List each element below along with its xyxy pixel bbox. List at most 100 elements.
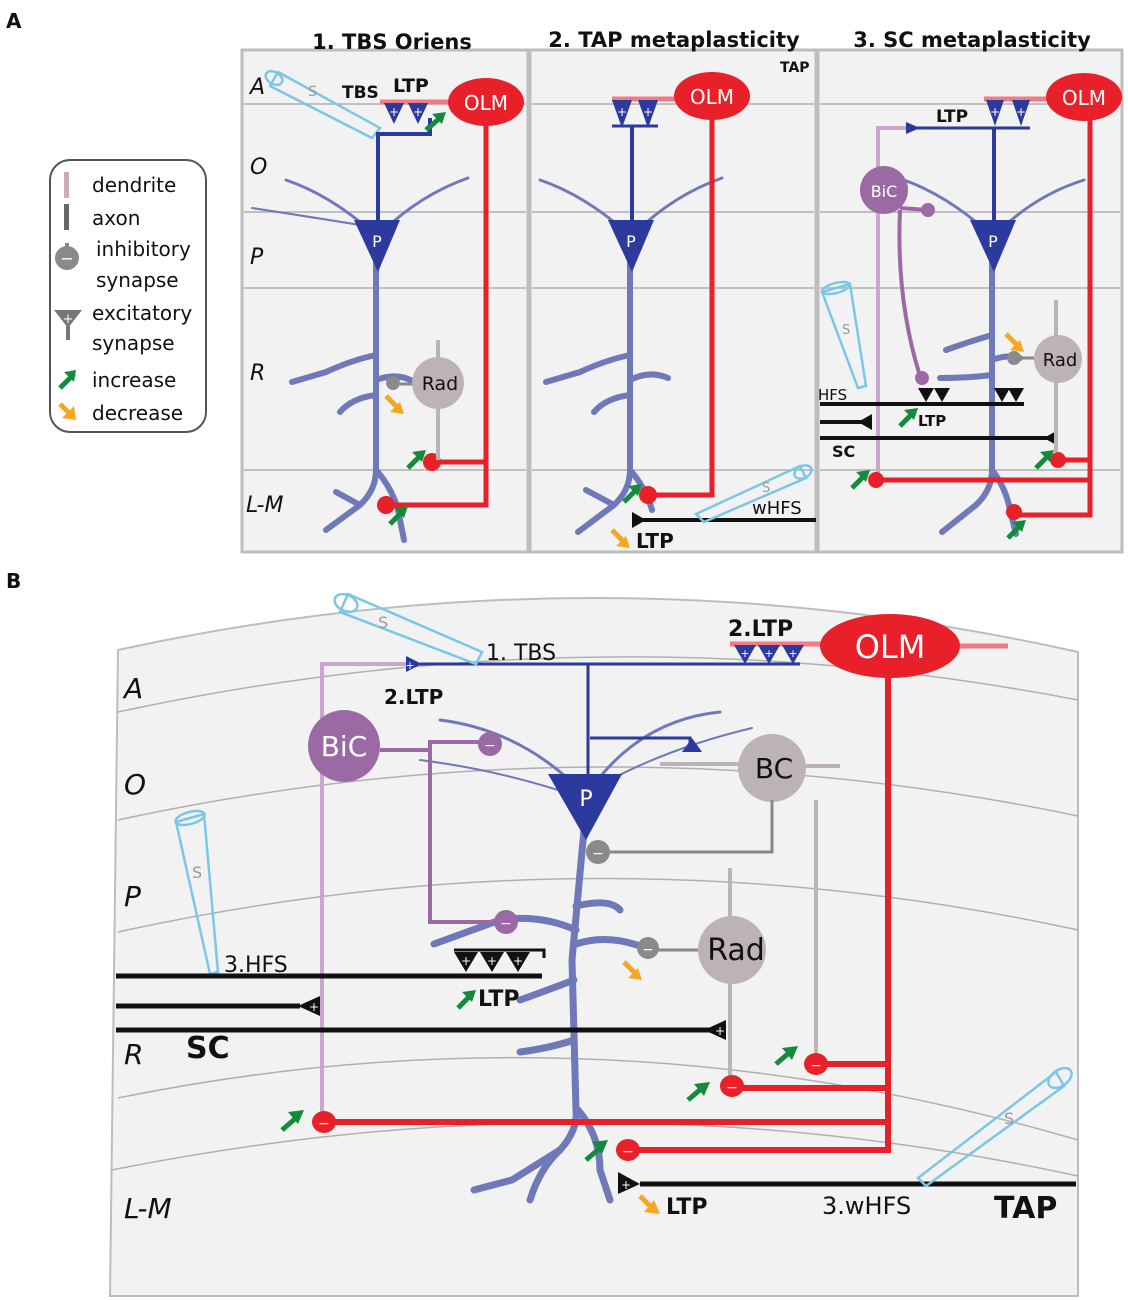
panel-a-layer-p: P xyxy=(250,245,264,270)
panel-a3-rad-cell xyxy=(1034,335,1082,383)
panel-b-whfs-electrode-icon: S xyxy=(916,1066,1073,1188)
panel-b-bic-label: BiC xyxy=(321,730,368,763)
panel-b-sc-label: SC xyxy=(186,1031,230,1066)
panel-b-rad-cell xyxy=(698,916,766,984)
panel-a3-plus-2: + xyxy=(1016,105,1026,119)
panel-a1-pyramidal-cell xyxy=(354,220,400,272)
panel-b-tap-decrease-arrow-icon xyxy=(644,1200,660,1214)
legend: dendrite axon − inhibitory synapse + exc… xyxy=(49,159,207,433)
panel-a2-tap-label: TAP xyxy=(780,60,810,76)
panel-b-hfs-label: 3.HFS xyxy=(224,953,288,978)
panel-a1-ltp-label: LTP xyxy=(393,75,429,97)
panel-b-rad-decrease-arrow-icon xyxy=(628,968,642,980)
legend-increase-arrow-icon xyxy=(64,370,76,382)
panel-a2-olm-cell xyxy=(674,72,750,120)
panel-a-layer-a: A xyxy=(248,75,265,100)
panel-a-layer-o: O xyxy=(250,155,267,180)
panel-a2-ltp-label: LTP xyxy=(636,529,674,553)
panel-b-ltp2-left-label: 2.LTP xyxy=(384,685,443,709)
panel-a3-rad-label: Rad xyxy=(1043,350,1078,371)
panel-b-exc-synapse-bic xyxy=(406,656,422,672)
panel-b-rad-label: Rad xyxy=(707,933,765,968)
panel-b-bic-inh-synapse-lower xyxy=(494,910,518,934)
panel-b-tbs-electrode-symbol: S xyxy=(378,613,388,632)
panel-b-hfs-electrode-symbol: S xyxy=(192,863,202,882)
panel-b-bc-cell xyxy=(738,734,806,802)
panel-a1-olm-cell xyxy=(448,78,524,126)
panel-a-title-2: 2. TAP metaplasticity xyxy=(548,28,800,52)
panel-a1-decrease-arrow-icon xyxy=(390,402,404,414)
panel-a3-pyramidal-cell xyxy=(970,220,1016,272)
panel-a3-decrease-arrow-icon xyxy=(1010,340,1024,352)
panel-b-minus-rad: − xyxy=(642,942,654,958)
panel-a1-electrode-symbol: S xyxy=(308,84,317,100)
panel-a2-pyramidal-label: P xyxy=(626,232,636,251)
panel-a1-rad-cell xyxy=(412,357,464,409)
panel-a1-circuit: S P + + TBS LTP OLM xyxy=(251,69,524,543)
legend-dendrite-label: dendrite xyxy=(92,173,176,197)
panel-b-tap-label: TAP xyxy=(994,1191,1057,1226)
legend-inhibitory-label-2: synapse xyxy=(96,268,179,292)
panel-b-plus-sc-4: + xyxy=(309,1000,319,1014)
panel-a2-whfs-label: wHFS xyxy=(752,498,802,519)
panel-b-minus-bic-1: − xyxy=(484,738,496,754)
panel-b-rad-inh-synapse xyxy=(637,937,659,959)
panel-b-layer-o: O xyxy=(124,768,146,801)
panel-b-pyramidal-label: P xyxy=(579,787,592,812)
panel-a3-bic-label: BiC xyxy=(871,182,898,201)
panel-b-bc-inh-synapse xyxy=(586,840,610,864)
legend-decrease-arrow-icon xyxy=(62,406,76,420)
panel-a-frames xyxy=(240,48,1124,554)
panel-label-b: B xyxy=(6,569,21,593)
panel-b-plus-sc-2: + xyxy=(487,954,497,968)
panel-b-tbs-label: 1. TBS xyxy=(486,641,556,666)
panel-a1-stim-electrode-icon: S xyxy=(264,69,382,140)
panel-a3-ltp-top-label: LTP xyxy=(936,107,968,127)
panel-b-ltp-increase-arrow-icon xyxy=(462,990,476,1002)
legend-decrease-label: decrease xyxy=(92,401,183,425)
panel-b-minus-olm-4: − xyxy=(622,1144,634,1160)
panel-a2-pyramidal-cell xyxy=(608,220,654,272)
panel-b-olm-inh-synapse-bc xyxy=(804,1053,828,1075)
panel-b-tbs-electrode-icon: S xyxy=(333,592,484,666)
panel-a1-inh-synapse-lm xyxy=(377,496,395,514)
panel-a3-bic-cell xyxy=(860,166,908,214)
legend-minus-symbol: − xyxy=(60,249,73,268)
panel-a1-plus-2: + xyxy=(413,105,423,119)
panel-b-whfs-label: 3.wHFS xyxy=(822,1192,911,1220)
legend-inhibitory-icon xyxy=(55,246,79,270)
panel-b-layer-lm: L-M xyxy=(124,1192,172,1225)
panel-a1-pyramidal-label: P xyxy=(372,232,382,251)
panel-b-layer-p: P xyxy=(124,880,141,913)
panel-a2-stim-electrode-icon: S xyxy=(693,464,813,524)
panel-b-plus-bic: + xyxy=(405,659,414,672)
panel-a3-sc-label: SC xyxy=(832,442,855,461)
panel-a2-circuit: P + + OLM TAP S wHFS LTP xyxy=(538,60,816,553)
panel-a-title-3: 3. SC metaplasticity xyxy=(853,28,1091,52)
panel-b-pyramidal-cell xyxy=(548,774,622,840)
panel-a-layer-r: R xyxy=(250,361,265,386)
legend-dendrite-swatch xyxy=(64,172,69,198)
panel-b-olm-cell xyxy=(820,614,960,678)
legend-axon-swatch xyxy=(64,204,69,230)
panel-a-layer-lm: L-M xyxy=(246,493,283,518)
panel-a1-rad-inh-synapse xyxy=(386,376,400,390)
panel-a2-olm-label: OLM xyxy=(690,85,734,109)
panel-b-hfs-electrode-icon: S xyxy=(174,809,220,976)
panel-a3-stim-electrode-icon: S xyxy=(820,280,868,390)
panel-a1-tbs-label: TBS xyxy=(342,83,379,103)
panel-b-minus-olm-1: − xyxy=(810,1058,822,1074)
panel-b-minus-olm-3: − xyxy=(318,1116,330,1132)
legend-inhibitory-label-1: inhibitory xyxy=(96,237,191,261)
panel-b-bic-cell xyxy=(308,710,380,782)
panel-a3-circuit: P + + LTP OLM BiC S H xyxy=(818,73,1122,540)
panel-a3-hfs-label: HFS xyxy=(818,386,847,404)
panel-b-plus-sc-5: + xyxy=(715,1024,725,1038)
panel-a3-increase-arrow-icon xyxy=(904,408,918,420)
panel-label-a: A xyxy=(6,9,22,33)
panel-b-background xyxy=(108,597,1079,1297)
panel-b-layer-a: A xyxy=(122,672,143,705)
panel-b-minus-bc: − xyxy=(592,846,604,862)
legend-excitatory-label-1: excitatory xyxy=(92,301,192,325)
panel-a1-olm-label: OLM xyxy=(464,91,508,115)
